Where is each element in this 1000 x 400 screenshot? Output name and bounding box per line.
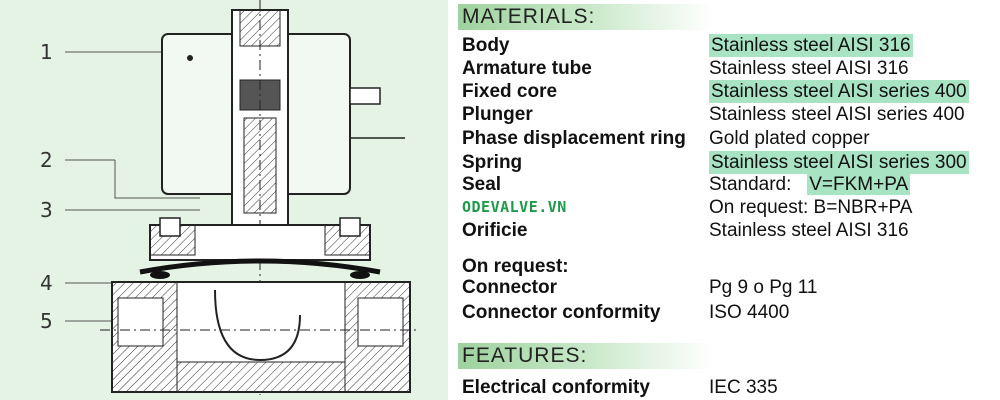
on-request-title-row: On request: [462,255,1000,278]
spec-row-connector-conformity: Connector conformity ISO 4400 [462,301,1000,324]
spec-value: Stainless steel AISI 316 [709,58,909,79]
spec-row-seal-on-request: ODEVALVE.VN On request: B=NBR+PA [462,196,1000,219]
spec-label: Seal [462,174,502,195]
spec-value: On request: B=NBR+PA [709,197,913,218]
callout-1: 1 [40,40,53,64]
seal-standard-prefix: Standard: [709,174,792,195]
valve-diagram [65,0,420,395]
seal-standard-value: V=FKM+PA [807,174,911,195]
spec-row-armature-tube: Armature tube Stainless steel AISI 316 [462,57,1000,80]
spec-value: Stainless steel AISI series 300 [709,151,969,174]
spec-row-fixed-core: Fixed core Stainless steel AISI series 4… [462,80,1000,103]
spec-row-seal: Seal Standard: V=FKM+PA [462,173,1000,196]
spec-value: IEC 335 [709,377,778,398]
spec-label: Orificie [462,220,528,241]
spec-value: Pg 9 o Pg 11 [709,277,818,298]
spec-label: Connector [462,277,557,298]
on-request-title: On request: [462,256,569,277]
spec-label: Body [462,35,510,56]
spec-label: Connector conformity [462,302,661,323]
spec-row-orificie: Orificie Stainless steel AISI 316 [462,219,1000,242]
spec-value: Gold plated copper [709,128,870,149]
spec-label: Plunger [462,104,533,125]
spec-value: Standard: V=FKM+PA [709,173,911,196]
spec-row-plunger: Plunger Stainless steel AISI series 400 [462,103,1000,126]
watermark-text: ODEVALVE.VN [462,198,567,216]
callout-3: 3 [40,198,53,222]
spec-label: Fixed core [462,81,558,102]
spec-row-body: Body Stainless steel AISI 316 [462,34,1000,57]
spec-value: Stainless steel AISI 316 [709,34,913,57]
connector-tab [349,87,381,105]
spec-label: Armature tube [462,58,592,79]
callout-4: 4 [40,271,53,295]
spec-label: Spring [462,152,523,173]
valve-cross-section-drawing: 1 2 3 4 5 [0,0,448,400]
spec-value: Stainless steel AISI 316 [709,220,909,241]
diaphragm [139,258,381,275]
spec-label: Phase displacement ring [462,128,686,149]
features-heading: FEATURES: [458,343,714,369]
callout-5: 5 [40,309,53,333]
spec-value: Stainless steel AISI series 400 [709,104,965,125]
callout-2: 2 [40,148,53,172]
spec-value: ISO 4400 [709,302,790,323]
spec-row-spring: Spring Stainless steel AISI series 300 [462,151,1000,174]
materials-heading: MATERIALS: [458,4,714,30]
spec-row-phase-ring: Phase displacement ring Gold plated copp… [462,127,1000,150]
spec-value: Stainless steel AISI series 400 [709,80,969,103]
spec-row-connector: Connector Pg 9 o Pg 11 [462,276,1000,299]
spec-label: Electrical conformity [462,377,650,398]
spec-row-electrical-conformity: Electrical conformity IEC 335 [462,376,1000,399]
